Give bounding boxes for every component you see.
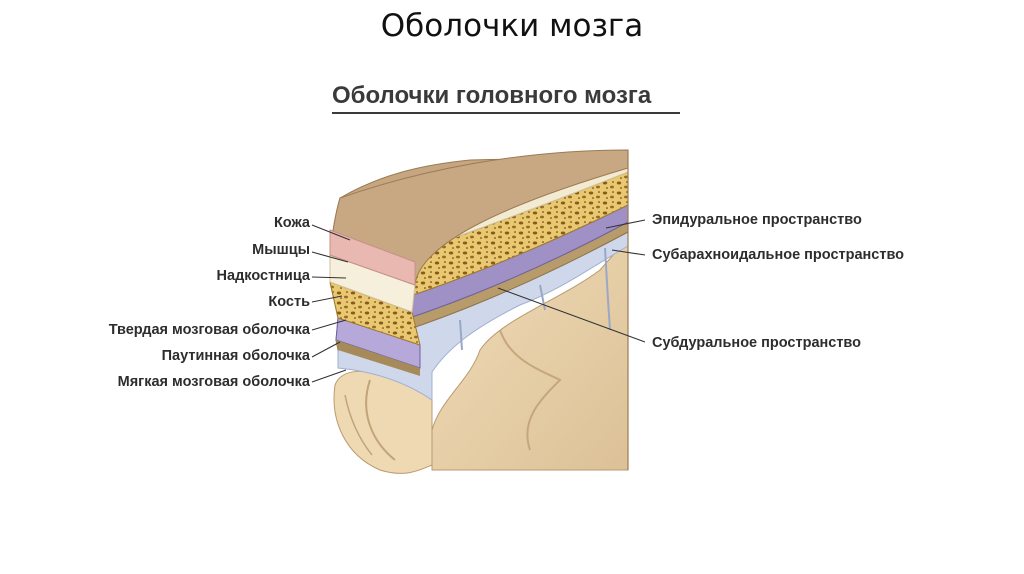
skin-front-face [329,229,416,286]
leader-periosteum [311,276,347,279]
label-pia-mater: Мягкая мозговая оболочка [117,374,310,390]
label-periosteum: Надкостница [216,268,310,284]
leader-pia [311,369,347,383]
arachnoid-trabecula-1 [459,319,463,351]
brain-sulcus [499,329,562,451]
brain-gyrus-line-1 [365,379,396,461]
arachnoid-front-face [336,340,420,376]
leader-subarachnoid [611,249,646,256]
label-muscles: Мышцы [252,242,310,258]
figure-title-underline [332,112,680,114]
leader-dura [311,319,347,331]
label-skin: Кожа [273,215,310,231]
arachnoid-trabecula-2 [539,284,546,311]
leader-skin [311,224,351,241]
slide-title: Оболочки мозга [380,8,644,44]
label-arachnoid-mater: Паутинная оболочка [161,348,310,364]
arachnoid-trabecula-3 [604,247,611,331]
figure-title: Оболочки головного мозга [332,82,652,109]
leader-arachnoid [311,341,341,358]
brain-gyrus-line-2 [344,394,373,456]
right-leader-lines [497,219,646,343]
leader-subdural [497,287,646,343]
leader-bone [311,295,343,303]
label-dura-mater: Твердая мозговая оболочка [108,322,310,338]
label-subarachnoid-space: Субарахноидальное пространство [652,247,905,263]
brain-right-face [431,236,629,471]
left-leader-lines [311,224,351,383]
leader-muscle [311,251,349,263]
label-epidural-space: Эпидуральное пространство [652,212,862,228]
leader-epidural [605,219,646,229]
label-bone: Кость [268,294,310,310]
label-subdural-space: Субдуральное пространство [652,335,862,351]
